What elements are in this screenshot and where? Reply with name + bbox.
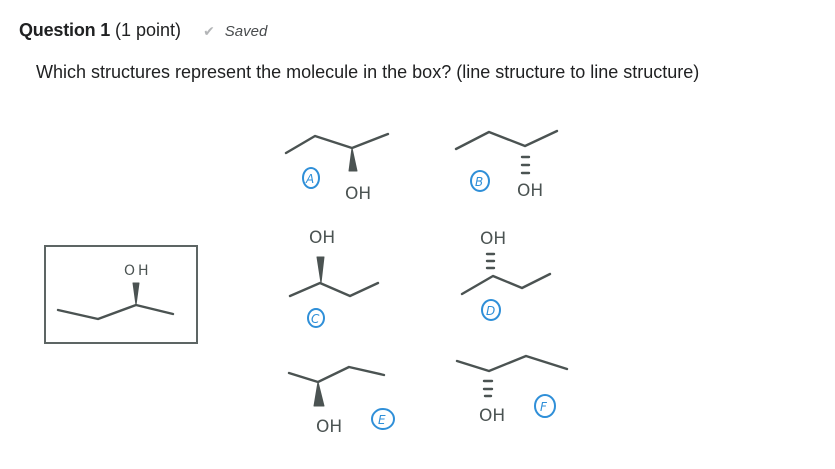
option-b-dash-bond-icon bbox=[520, 155, 531, 175]
option-c-label-circle bbox=[307, 308, 325, 328]
option-b-label-circle bbox=[470, 170, 490, 192]
option-a-structure[interactable]: OH A bbox=[284, 132, 390, 204]
option-c-wedge-bond-icon bbox=[316, 256, 325, 284]
option-d-letter: D bbox=[486, 304, 495, 318]
option-e-label-circle bbox=[371, 408, 395, 430]
question-points: (1 point) bbox=[115, 20, 182, 40]
option-a-wedge-bond-icon bbox=[348, 147, 358, 172]
option-f-label-circle bbox=[534, 394, 556, 418]
question-prompt: Which structures represent the molecule … bbox=[36, 62, 700, 82]
option-b-structure[interactable]: OH B bbox=[454, 129, 559, 201]
saved-status: ✔ Saved bbox=[203, 23, 267, 40]
option-f-structure[interactable]: OH F bbox=[455, 354, 569, 426]
reference-oh-label: OH bbox=[124, 263, 152, 279]
option-e-letter: E bbox=[378, 413, 386, 427]
option-a-oh-label: OH bbox=[345, 184, 371, 204]
option-d-dash-bond-icon bbox=[485, 252, 496, 270]
saved-label: Saved bbox=[224, 23, 268, 40]
reference-molecule-box: OH bbox=[44, 245, 198, 344]
option-c-oh-label: OH bbox=[309, 228, 335, 248]
option-f-oh-label: OH bbox=[479, 406, 505, 426]
reference-wedge-bond-icon bbox=[132, 282, 140, 306]
option-a-label-circle bbox=[302, 167, 320, 189]
checkmark-icon: ✔ bbox=[203, 23, 215, 39]
reference-skeleton bbox=[56, 303, 175, 321]
question-title: Question 1 bbox=[19, 20, 111, 40]
option-e-structure[interactable]: OH E bbox=[287, 365, 395, 437]
option-d-oh-label: OH bbox=[480, 229, 506, 249]
option-e-wedge-bond-icon bbox=[313, 381, 325, 407]
option-c-letter: C bbox=[311, 312, 320, 326]
option-c-structure[interactable]: OH C bbox=[288, 228, 380, 328]
option-f-dash-bond-icon bbox=[482, 379, 494, 398]
question-header: Question 1 (1 point) ✔ Saved bbox=[19, 20, 267, 44]
option-d-label-circle bbox=[481, 299, 501, 321]
option-b-letter: B bbox=[475, 175, 483, 189]
option-e-oh-label: OH bbox=[316, 417, 342, 437]
option-f-letter: F bbox=[540, 400, 548, 414]
option-d-structure[interactable]: OH D bbox=[460, 229, 552, 321]
option-b-oh-label: OH bbox=[517, 181, 543, 201]
option-a-letter: A bbox=[305, 172, 314, 186]
